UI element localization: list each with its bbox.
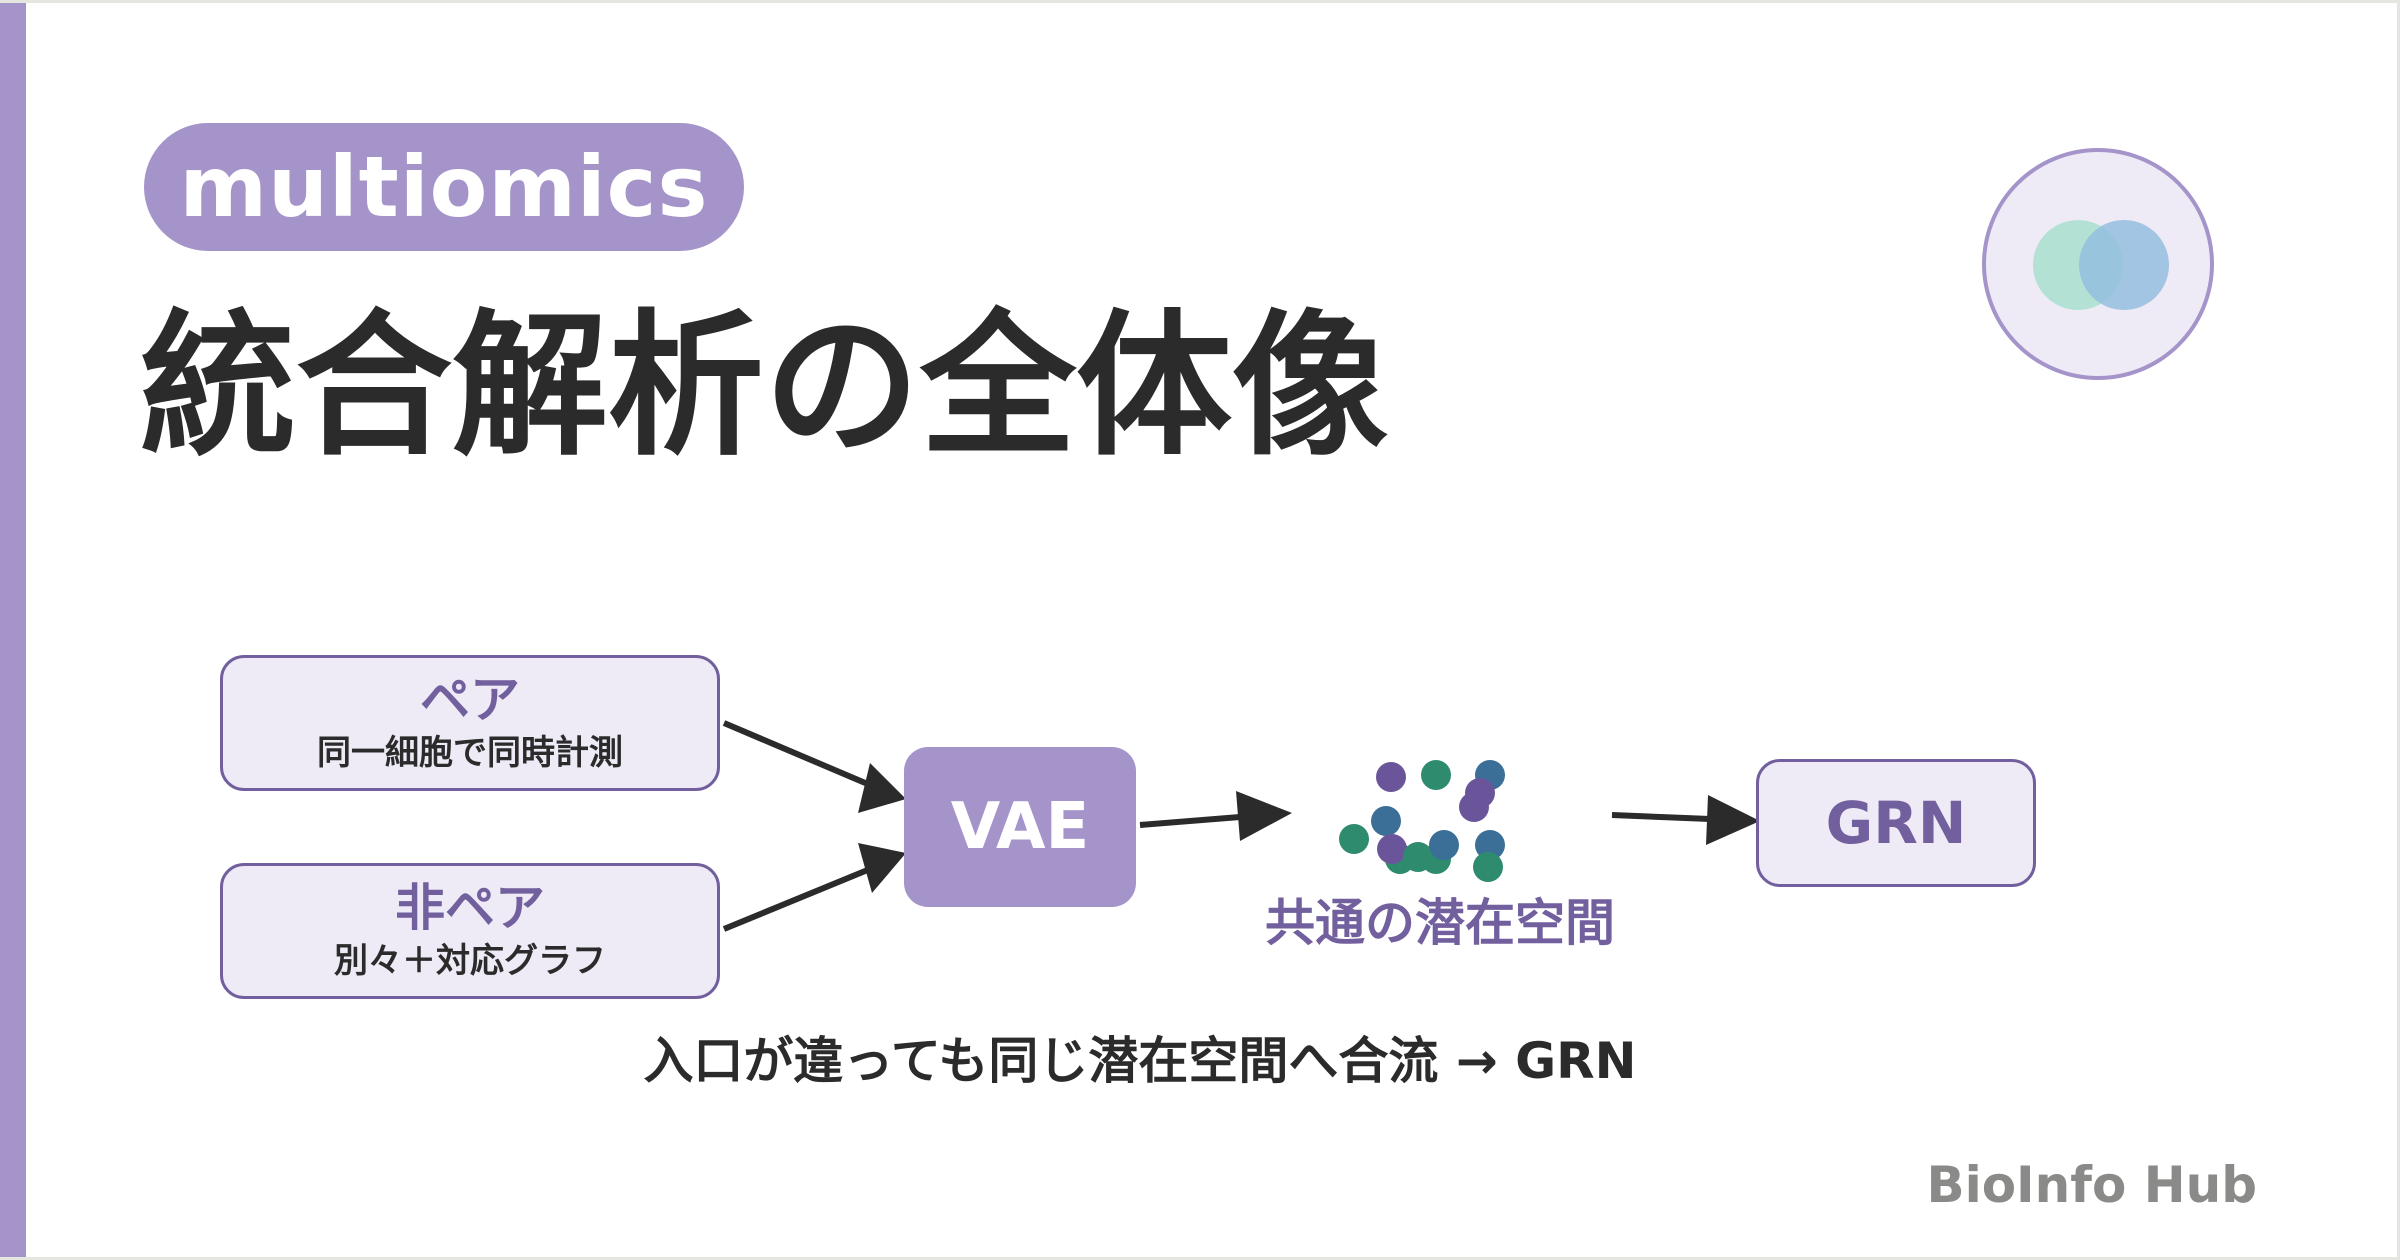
latent-dot	[1421, 760, 1451, 790]
accent-bar	[0, 3, 26, 1257]
vae-model-box: VAE	[904, 747, 1136, 907]
page-title: 統合解析の全体像	[140, 295, 1388, 477]
topic-tag-label: multiomics	[179, 138, 709, 236]
unpaired-input-title: 非ペア	[395, 878, 545, 937]
arrow-latent-to-grn	[1611, 812, 1711, 822]
vae-model-label: VAE	[950, 790, 1090, 864]
latent-dot	[1475, 830, 1505, 860]
arrow-vae-to-latent	[1139, 814, 1241, 828]
unpaired-input-subtitle: 別々＋対応グラフ	[334, 941, 606, 982]
diagram-caption: 入口が違っても同じ潜在空間へ合流 → GRN	[643, 1032, 1637, 1090]
arrow-paired-to-vae	[722, 720, 872, 788]
unpaired-input-box: 非ペア 別々＋対応グラフ	[220, 863, 720, 999]
arrowhead-unpaired-to-vae	[858, 843, 906, 893]
paired-input-box: ペア 同一細胞で同時計測	[220, 655, 720, 791]
latent-space-label: 共通の潜在空間	[1265, 894, 1615, 952]
flow-diagram	[722, 720, 1760, 932]
overlap-circles-logo-icon	[1982, 148, 2214, 380]
latent-dot	[1376, 762, 1406, 792]
latent-dot	[1473, 852, 1503, 882]
grn-output-box: GRN	[1756, 759, 2036, 887]
brand-label: BioInfo Hub	[1926, 1156, 2257, 1214]
arrowhead-latent-to-grn	[1706, 795, 1760, 845]
latent-dot	[1339, 824, 1369, 854]
grn-output-label: GRN	[1825, 789, 1967, 857]
arrowhead-paired-to-vae	[858, 763, 906, 813]
latent-dot	[1429, 830, 1459, 860]
paired-input-subtitle: 同一細胞で同時計測	[317, 733, 623, 774]
latent-dot	[1459, 792, 1489, 822]
arrowhead-vae-to-latent	[1236, 791, 1292, 841]
latent-space-scatter	[1339, 760, 1505, 882]
topic-tag: multiomics	[144, 123, 744, 251]
arrow-unpaired-to-vae	[722, 866, 872, 932]
latent-dot	[1371, 806, 1401, 836]
latent-dot	[1377, 834, 1407, 864]
paired-input-title: ペア	[420, 670, 520, 729]
